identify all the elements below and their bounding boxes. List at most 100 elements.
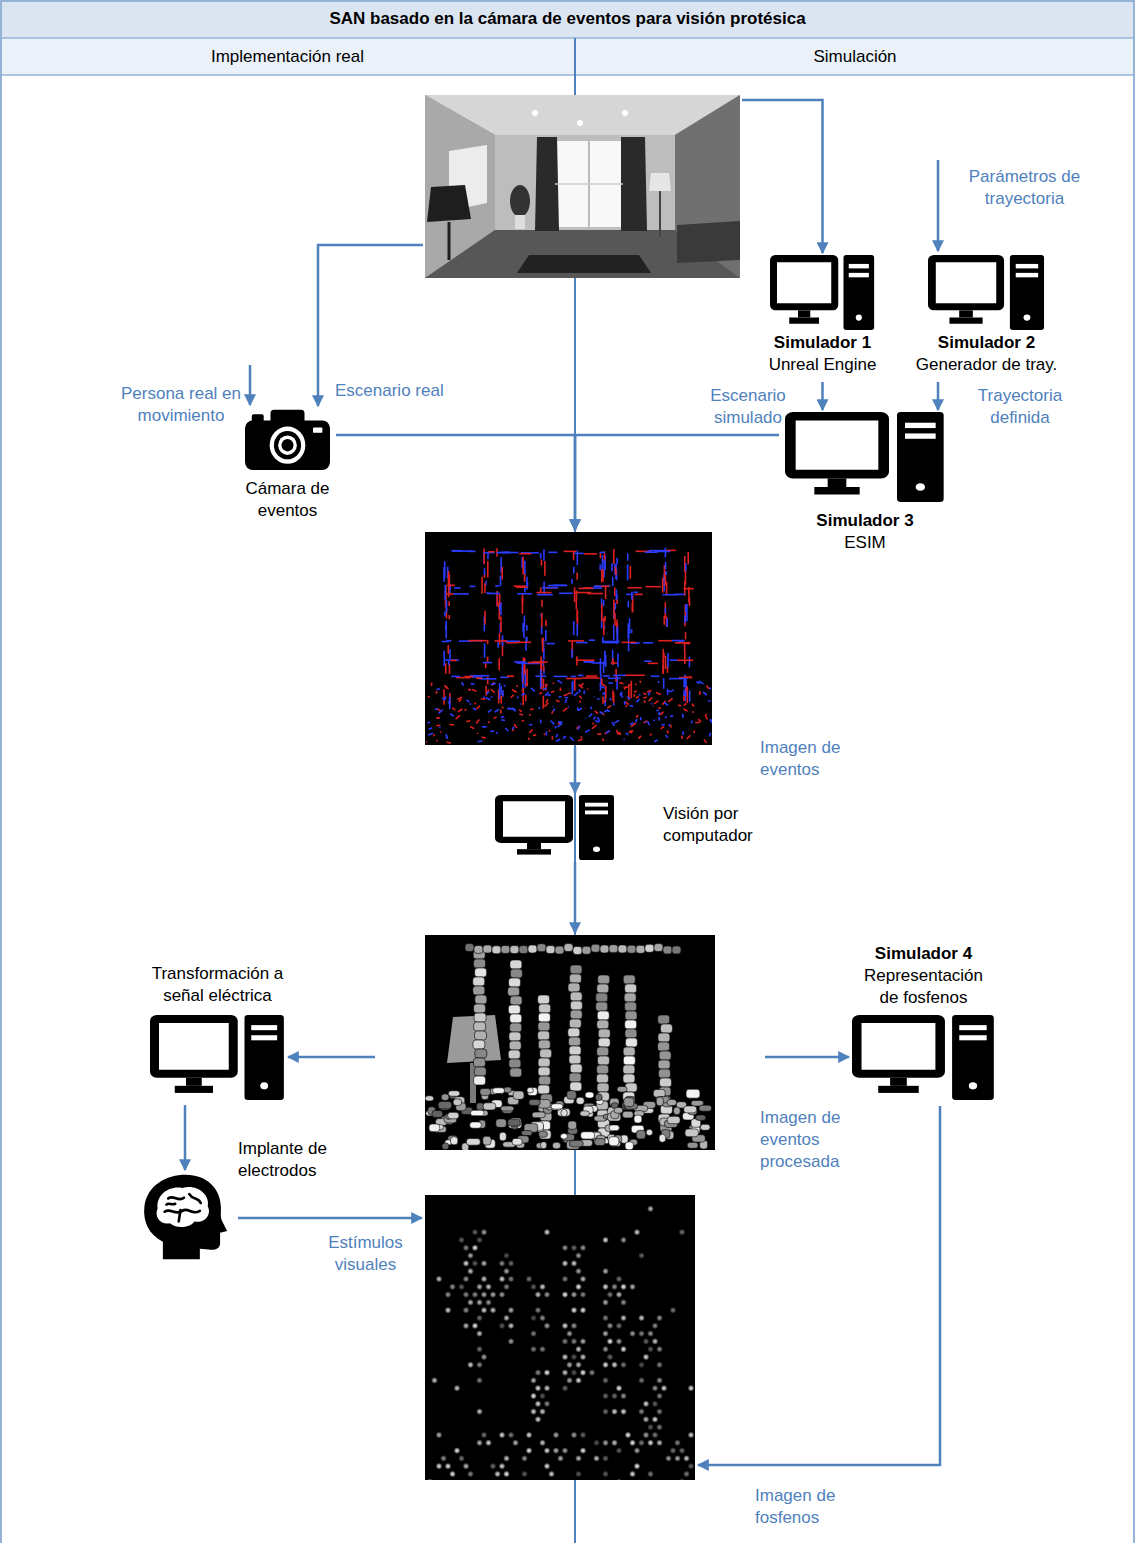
drawing-part — [686, 1089, 700, 1098]
drawing-part — [658, 713, 661, 715]
drawing-part — [638, 1330, 645, 1337]
drawing-part — [616, 1276, 623, 1283]
drawing-part — [461, 696, 463, 698]
drawing-part — [661, 1385, 668, 1392]
drawing-part — [644, 660, 651, 662]
drawing-part — [685, 689, 687, 691]
drawing-part — [530, 1346, 537, 1353]
drawing-part — [584, 661, 595, 663]
drawing-part — [530, 1377, 537, 1384]
drawing-part — [510, 969, 522, 978]
drawing-part — [483, 549, 485, 565]
drawing-part — [513, 1091, 524, 1099]
drawing-part — [499, 594, 501, 605]
drawing-part — [580, 1276, 587, 1283]
drawing-part — [576, 642, 587, 644]
drawing-part — [165, 1210, 200, 1213]
drawing-part — [597, 1056, 609, 1065]
drawing-part — [575, 1252, 582, 1259]
drawing-part — [473, 1040, 485, 1049]
drawing-part — [658, 1069, 670, 1078]
drawing-part — [571, 579, 573, 584]
drawing-part — [485, 663, 487, 668]
node-caption: Implante de electrodos — [238, 1138, 348, 1182]
drawing-part — [529, 724, 532, 726]
scene-picture — [425, 95, 740, 278]
drawing-part — [448, 1112, 459, 1118]
drawing-part — [580, 736, 582, 738]
drawing-part — [444, 685, 448, 689]
drawing-part — [672, 640, 685, 642]
connector-label: Estímulos visuales — [318, 1232, 413, 1276]
drawing-part — [576, 1097, 584, 1104]
drawing-part — [625, 1432, 632, 1439]
drawing-part — [580, 683, 584, 687]
node-title: Simulador 4 — [854, 943, 994, 965]
drawing-part — [609, 1137, 619, 1146]
drawing-part — [168, 1197, 184, 1199]
drawing-part — [568, 983, 580, 992]
drawing-part — [571, 1307, 578, 1314]
drawing-part — [474, 1013, 486, 1022]
drawing-part — [463, 1291, 470, 1298]
drawing-part — [528, 945, 537, 953]
drawing-part — [530, 709, 533, 710]
drawing-part — [597, 1065, 609, 1074]
connector — [574, 862, 577, 933]
drawing-part — [502, 706, 504, 708]
drawing-part — [538, 1085, 550, 1094]
drawing-part — [660, 1078, 672, 1087]
drawing-part — [630, 723, 634, 725]
drawing-part — [470, 1122, 482, 1128]
drawing-part — [667, 1100, 677, 1106]
drawing-part — [646, 1129, 652, 1135]
drawing-part — [627, 564, 629, 580]
drawing-part — [559, 688, 561, 691]
drawing-part — [474, 959, 486, 968]
drawing-part — [686, 604, 688, 621]
drawing-part — [684, 650, 686, 664]
drawing-part — [545, 692, 549, 696]
drawing-part — [631, 629, 633, 633]
drawing-part — [693, 731, 695, 734]
drawing-part — [634, 691, 637, 692]
drawing-part — [592, 725, 597, 729]
drawing-part — [557, 680, 562, 683]
drawing-part — [585, 1092, 594, 1098]
drawing-part — [467, 1361, 474, 1368]
drawing-part — [476, 1299, 483, 1306]
drawing-part — [510, 960, 522, 969]
drawing-part — [503, 1471, 510, 1478]
processed-picture — [425, 935, 715, 1150]
drawing-part — [511, 695, 514, 698]
drawing-part — [571, 1369, 578, 1376]
drawing-part — [552, 682, 554, 683]
drawing-part — [1010, 255, 1044, 330]
drawing-part — [623, 738, 626, 740]
drawing-part — [504, 703, 506, 705]
drawing-part — [665, 548, 667, 558]
drawing-part — [602, 1393, 609, 1400]
drawing-part — [488, 721, 490, 723]
drawing-part — [512, 1439, 519, 1446]
drawing-part — [175, 1086, 213, 1093]
node-title: Simulador 1 — [730, 332, 915, 354]
drawing-part — [638, 736, 641, 739]
drawing-part — [476, 1237, 483, 1244]
drawing-part — [451, 660, 457, 662]
column-header: Implementación real — [0, 46, 575, 68]
drawing-part — [527, 1088, 533, 1093]
drawing-part — [660, 1024, 672, 1033]
drawing-part — [613, 599, 615, 614]
drawing-part — [688, 1385, 695, 1392]
drawing-part — [616, 730, 619, 734]
connector — [336, 435, 575, 530]
drawing-part — [649, 692, 650, 695]
drawing-part — [531, 688, 535, 692]
drawing-part — [443, 689, 445, 705]
drawing-part — [629, 1439, 636, 1446]
drawing-part — [539, 707, 540, 709]
drawing-part — [630, 684, 632, 686]
drawing-part — [696, 1115, 706, 1120]
drawing-part — [640, 717, 642, 720]
